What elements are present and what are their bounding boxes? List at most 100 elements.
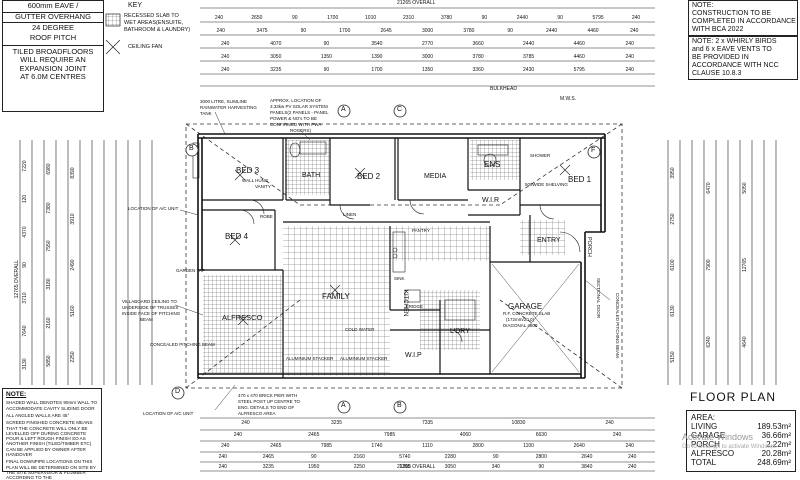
fridge-label: FRIDGE — [406, 304, 424, 309]
dimension-value: 3475 — [256, 28, 268, 34]
solar-note-6: ROGERS) — [290, 128, 312, 133]
room-label-kitchen: KITCHEN — [402, 290, 408, 317]
tank-note-2: RAINWATER HARVESTING — [200, 105, 257, 110]
room-label-garage: GARAGE — [508, 302, 543, 311]
villaboard-note-3: INSIDE FACE OF PITCHING — [122, 311, 181, 316]
floor-plan-title: FLOOR PLAN — [690, 390, 777, 404]
dimension-value: 3950 — [670, 167, 676, 179]
dimension-value: 240 — [625, 54, 634, 60]
dimension-value: 5740 — [399, 454, 411, 460]
tile-note-line-3: EXPANSION JOINT — [19, 63, 87, 73]
ceiling-fan-markers — [229, 164, 571, 326]
dimension-value: 240 — [218, 454, 227, 460]
dimension-value: 7335 — [421, 420, 434, 426]
dimension-value: 2310 — [402, 15, 415, 21]
dimension-value: 7220 — [22, 160, 28, 172]
dimension-value: 6130 — [670, 305, 676, 317]
wall-hung-label: WALL HUNG — [242, 178, 269, 183]
dimension-value: 90 — [538, 464, 545, 470]
dimension-value: 90 — [323, 41, 330, 47]
dimension-value: 2250 — [70, 351, 76, 363]
garden-tap-label: GARDEN TAP — [176, 268, 205, 273]
dimension-value: 2440 — [523, 41, 535, 47]
stacker-door-1: ALUMINIUM STACKER — [286, 356, 334, 361]
area-name: PORCH — [691, 440, 720, 449]
linen-label: LINEN — [343, 212, 357, 217]
dimension-value: 2465 — [270, 443, 282, 449]
room-label-wir: W.I.R — [482, 197, 500, 204]
construction-note-2: CONSTRUCTION TO BE — [692, 10, 772, 18]
dimension-value: 240 — [216, 28, 225, 34]
solar-note-4: POWER & NO's TO BE — [270, 116, 317, 121]
dimension-value: 4460 — [587, 28, 599, 34]
dimension-value: 3540 — [371, 41, 383, 47]
general-notes-box: NOTE: SHADED WALL DENOTES 90mm WALL TO A… — [2, 388, 102, 480]
dimension-value: 10830 — [511, 420, 526, 426]
area-value: 248.69m² — [757, 458, 791, 467]
bulkhead-label: BULKHEAD — [490, 86, 517, 92]
dimension-value: 4370 — [22, 226, 28, 238]
grid-marker-b-bottom: B — [397, 402, 402, 409]
dimension-value: 240 — [625, 443, 634, 449]
dimension-value: 3660 — [472, 41, 484, 47]
grid-marker-c-top: C — [397, 106, 403, 113]
room-label-media: MEDIA — [424, 173, 447, 180]
dimension-value: 2465 — [308, 432, 320, 438]
key-recessed-line-3: BATHROOM & LAUNDRY) — [124, 27, 191, 33]
stacker-door-2: ALUMINIUM STACKER — [340, 356, 388, 361]
grid-marker-circles — [171, 104, 601, 414]
dimension-value: 12765 — [742, 258, 748, 272]
area-value: 189.53m² — [757, 422, 791, 431]
tile-note-line-1: TILED BROADFLOORS — [12, 46, 94, 56]
dimension-value: 3910 — [70, 213, 76, 225]
dimension-value: 1390 — [371, 54, 383, 60]
dimension-value: 3235 — [270, 67, 282, 73]
fixtures — [192, 141, 509, 321]
key-legend-symbols — [105, 13, 121, 55]
dimension-value: 1390 — [399, 464, 411, 470]
construction-note-1: NOTE: — [692, 2, 714, 9]
dimension-value: 5160 — [70, 305, 76, 317]
ventilation-note-2: and 6 x EAVE VENTS TO — [692, 46, 772, 54]
area-row-alfresco: ALFRESCO 20.28m² — [691, 449, 791, 458]
dimension-value: 2770 — [421, 41, 434, 47]
activate-windows-subtext: Go to Settings to activate Windows. — [682, 444, 777, 450]
dimension-value: 3235 — [330, 420, 343, 426]
pier-note-1: 470 x 470 BRICK PIER WITH — [238, 393, 298, 398]
solar-note-3: PANELS(2 PANELS - PANEL — [270, 110, 329, 115]
dimension-value: 6100 — [670, 259, 676, 271]
general-note-4: FINAL DOWNPIPE LOCATIONS ON THIS PLAN WI… — [6, 459, 96, 480]
tile-note-line-2: WILL REQUIRE AN — [20, 55, 86, 65]
general-notes-title: NOTE: — [6, 391, 27, 398]
leader-lines — [174, 111, 611, 411]
dimension-value: 8390 — [70, 167, 76, 179]
eave-pitch-note-box: 600mm EAVE / GUTTER OVERHANG 24 DEGREE R… — [2, 0, 104, 112]
dimension-value: 90 — [292, 15, 298, 21]
dimension-lines-bottom — [200, 417, 655, 472]
dimension-value: 240 — [214, 15, 224, 21]
general-note-1: SHADED WALL DENOTES 90mm WALL TO ACCOMMO… — [6, 400, 98, 411]
dimension-value: 240 — [628, 454, 637, 460]
pier-note-4: ALFRESCO AREA — [238, 411, 276, 416]
room-label-bed2: BED 2 — [357, 172, 381, 181]
key-ceiling-fan: CEILING FAN — [128, 44, 163, 50]
solar-note-2: 3.33kw PV SOLAR SYSTEM — [270, 104, 328, 109]
dimension-value: 90 — [311, 454, 317, 460]
garage-diagonal-note: DIAGONAL 4600 — [503, 323, 538, 328]
room-label-bed4: BED 4 — [225, 232, 249, 241]
construction-note-box: NOTE: CONSTRUCTION TO BE COMPLETED IN AC… — [688, 0, 798, 37]
dimension-value: 90 — [507, 28, 513, 34]
pitching-beam-left: CONCEALED PITCHING BEAM — [150, 342, 215, 347]
dimension-value: 2440 — [516, 15, 528, 21]
dimension-value: 1700 — [371, 67, 383, 73]
dimension-value: 240 — [241, 420, 250, 426]
dimension-value: 1350 — [421, 67, 434, 73]
dimension-value: 240 — [221, 41, 230, 47]
general-note-3: SCREED FINISHED CONCRETE MEANS THAT THE … — [6, 420, 93, 457]
area-row-total: TOTAL 248.69m² — [691, 458, 791, 467]
dimension-value: 2280 — [444, 454, 456, 460]
dimension-value: 4460 — [573, 54, 585, 60]
grid-marker-d-left: D — [175, 388, 181, 395]
dimension-value: 240 — [233, 432, 243, 438]
